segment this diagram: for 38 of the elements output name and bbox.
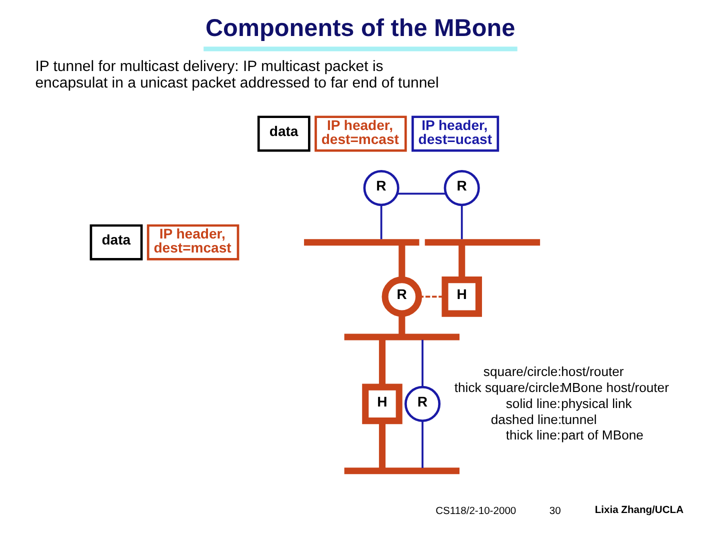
connector xyxy=(422,420,424,468)
connector xyxy=(460,204,463,240)
label: thick line: xyxy=(506,428,561,443)
label: part of MBone xyxy=(561,428,644,443)
node-box: data xyxy=(257,116,310,152)
connector xyxy=(422,340,424,388)
label: 30 xyxy=(549,506,561,517)
node-bar xyxy=(304,239,420,246)
node-circle: R xyxy=(363,170,400,206)
label: host/router xyxy=(561,364,624,380)
node-box: IP header, dest=mcast xyxy=(146,224,240,260)
node-box: IP header, dest=ucast xyxy=(412,116,500,152)
diagram-title: Components of the MBone xyxy=(205,15,516,42)
node-circle: R xyxy=(382,276,422,317)
node-box: data xyxy=(90,224,143,260)
node-circle: R xyxy=(404,386,441,422)
connector xyxy=(397,192,446,195)
label: Lixia Zhang/UCLA xyxy=(594,504,684,516)
connector xyxy=(398,245,406,280)
label: dashed line: xyxy=(490,412,562,427)
label: tunnel xyxy=(561,412,597,427)
node-bar xyxy=(424,239,540,246)
node-box: H xyxy=(362,384,402,424)
connector xyxy=(380,204,382,240)
node-bar xyxy=(344,468,460,474)
label: thick square/circle: xyxy=(454,380,563,395)
label: solid line: xyxy=(506,396,561,411)
label: MBone host/router xyxy=(561,380,669,395)
node-bar xyxy=(344,334,460,340)
label: square/circle: xyxy=(483,364,562,380)
node-box: IP header, dest=mcast xyxy=(314,116,407,152)
connector xyxy=(398,314,406,334)
label: physical link xyxy=(561,396,632,411)
label: CS118/2-10-2000 xyxy=(436,506,516,517)
connector xyxy=(418,296,445,298)
node-circle: R xyxy=(444,170,480,206)
node-box: H xyxy=(442,276,482,317)
label: IP tunnel for multicast delivery: IP multicast packet is encapsulat in a unicast packet addressed to far end of tunnel xyxy=(35,58,439,92)
